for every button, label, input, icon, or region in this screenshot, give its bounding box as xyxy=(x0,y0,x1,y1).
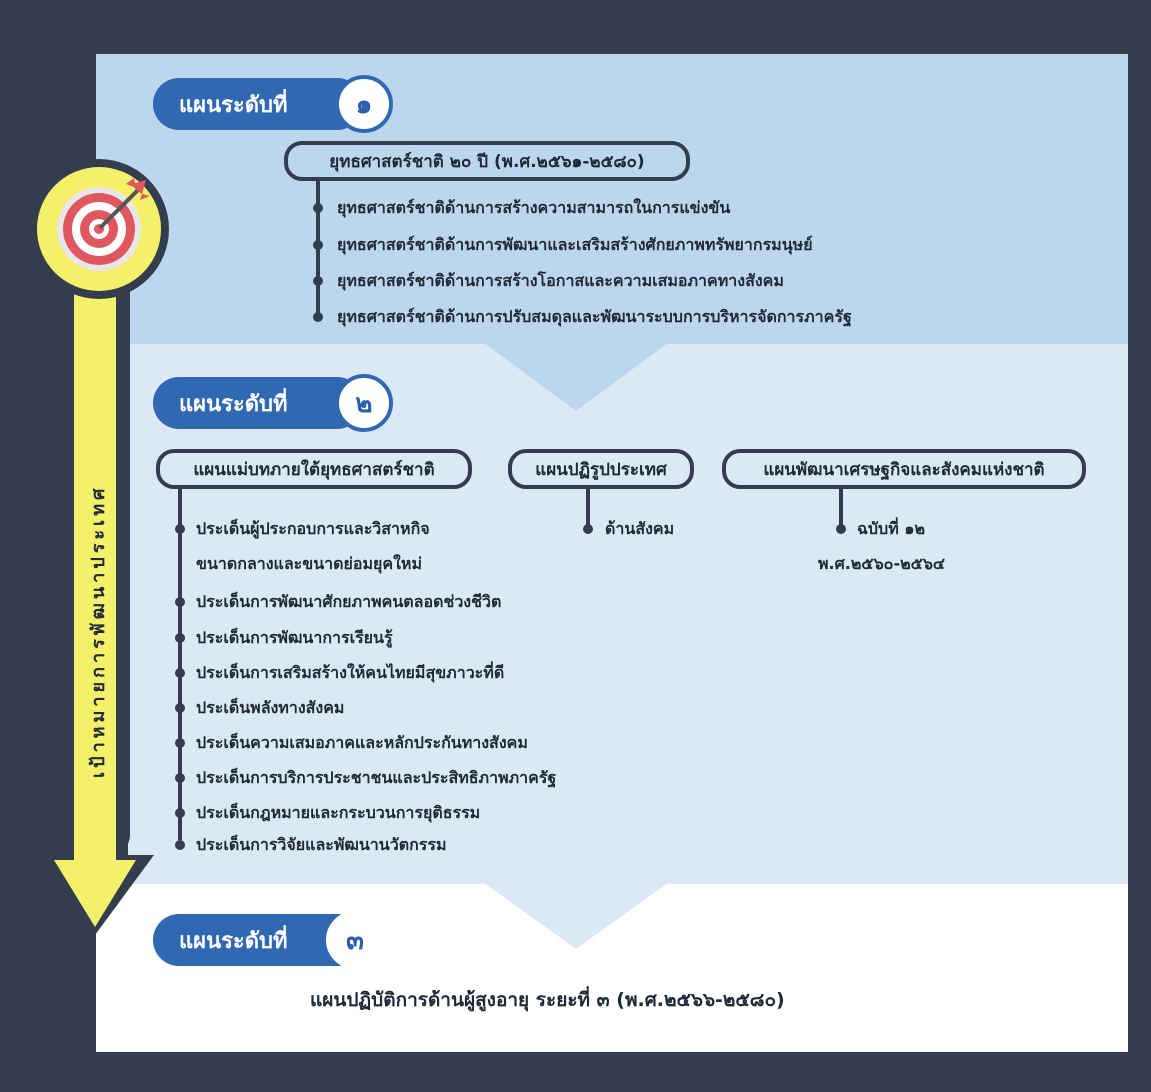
level3-label: แผนระดับที่ xyxy=(179,928,288,954)
reform-plan-box: แผนปฏิรูปประเทศ xyxy=(508,449,694,489)
level1-label: แผนระดับที่ xyxy=(179,92,288,118)
economic-plan-item: ฉบับที่ ๑๒ xyxy=(857,519,926,538)
reform-plan-line xyxy=(586,488,590,528)
bullet-dot xyxy=(175,597,185,607)
goal-text: เป้าหมายการพัฒนาประเทศ xyxy=(87,484,109,779)
level2-number: ๒ xyxy=(355,388,373,419)
level2-band xyxy=(96,344,1128,884)
economic-plan-period: พ.ศ.๒๕๖๐-๒๕๖๔ xyxy=(818,554,945,573)
level3-number: ๓ xyxy=(346,925,364,956)
reform-plan-title: แผนปฏิรูปประเทศ xyxy=(535,459,667,480)
bullet-dot xyxy=(175,738,185,748)
national-strategy-item: ยุทธศาสตร์ชาติด้านการปรับสมดุลและพัฒนาระ… xyxy=(337,307,852,326)
national-strategy-box: ยุทธศาสตร์ชาติ ๒๐ ปี (พ.ศ.๒๕๖๑-๒๕๘๐) xyxy=(284,141,690,181)
master-plan-line xyxy=(178,488,182,840)
bullet-dot xyxy=(836,524,846,534)
band1-pointer xyxy=(484,343,668,411)
level1-number: ๑ xyxy=(355,89,373,120)
bullet-dot xyxy=(583,524,593,534)
bullet-dot xyxy=(313,276,323,286)
national-strategy-title: ยุทธศาสตร์ชาติ ๒๐ ปี (พ.ศ.๒๕๖๑-๒๕๘๐) xyxy=(329,151,645,172)
bullet-dot xyxy=(175,703,185,713)
bullet-dot xyxy=(175,668,185,678)
bullet-dot xyxy=(175,840,185,850)
master-plan-item: ประเด็นการวิจัยและพัฒนานวัตกรรม xyxy=(196,835,447,854)
goal-arrow xyxy=(36,245,154,935)
target-icon xyxy=(28,158,170,300)
master-plan-title: แผนแม่บทภายใต้ยุทธศาสตร์ชาติ xyxy=(193,459,435,480)
master-plan-item: ประเด็นกฎหมายและกระบวนการยุติธรรม xyxy=(196,803,481,822)
band2-pointer xyxy=(484,883,668,949)
master-plan-box: แผนแม่บทภายใต้ยุทธศาสตร์ชาติ xyxy=(156,449,472,489)
reform-plan-item: ด้านสังคม xyxy=(605,519,675,538)
bullet-dot xyxy=(175,633,185,643)
economic-plan-line xyxy=(839,488,843,528)
economic-plan-title: แผนพัฒนาเศรษฐกิจและสังคมแห่งชาติ xyxy=(763,459,1045,480)
bullet-dot xyxy=(175,773,185,783)
level2-number-badge: ๒ xyxy=(335,374,393,432)
bullet-dot xyxy=(175,808,185,818)
master-plan-item: ประเด็นการพัฒนาศักยภาพคนตลอดช่วงชีวิต xyxy=(196,592,502,611)
level2-pill: แผนระดับที่ xyxy=(153,377,363,429)
national-strategy-item: ยุทธศาสตร์ชาติด้านการสร้างความสามารถในกา… xyxy=(337,198,731,217)
level1-pill: แผนระดับที่ xyxy=(153,78,363,130)
bullet-dot xyxy=(313,312,323,322)
national-strategy-item: ยุทธศาสตร์ชาติด้านการพัฒนาและเสริมสร้างศ… xyxy=(337,235,813,254)
bullet-dot xyxy=(313,203,323,213)
master-plan-item: ประเด็นความเสมอภาคและหลักประกันทางสังคม xyxy=(196,733,528,752)
master-plan-item: ประเด็นการบริการประชาชนและประสิทธิภาพภาค… xyxy=(196,768,557,787)
level3-number-badge: ๓ xyxy=(326,911,384,969)
goal-text-container: เป้าหมายการพัฒนาประเทศ xyxy=(82,398,114,779)
bullet-dot xyxy=(313,240,323,250)
bullet-dot xyxy=(175,524,185,534)
master-plan-item: ประเด็นพลังทางสังคม xyxy=(196,698,345,717)
master-plan-item: ประเด็นการเสริมสร้างให้คนไทยมีสุขภาวะที่… xyxy=(196,663,505,682)
master-plan-item: ประเด็นการพัฒนาการเรียนรู้ xyxy=(196,628,393,647)
national-strategy-item: ยุทธศาสตร์ชาติด้านการสร้างโอกาสและความเส… xyxy=(337,271,784,290)
level2-label: แผนระดับที่ xyxy=(179,391,288,417)
action-plan-text: แผนปฏิบัติการด้านผู้สูงอายุ ระยะที่ ๓ (พ… xyxy=(310,989,785,1011)
master-plan-item-continuation: ขนาดกลางและขนาดย่อมยุคใหม่ xyxy=(196,554,423,573)
economic-plan-box: แผนพัฒนาเศรษฐกิจและสังคมแห่งชาติ xyxy=(722,449,1086,489)
master-plan-item: ประเด็นผู้ประกอบการและวิสาหกิจ xyxy=(196,519,430,538)
level1-number-badge: ๑ xyxy=(335,75,393,133)
